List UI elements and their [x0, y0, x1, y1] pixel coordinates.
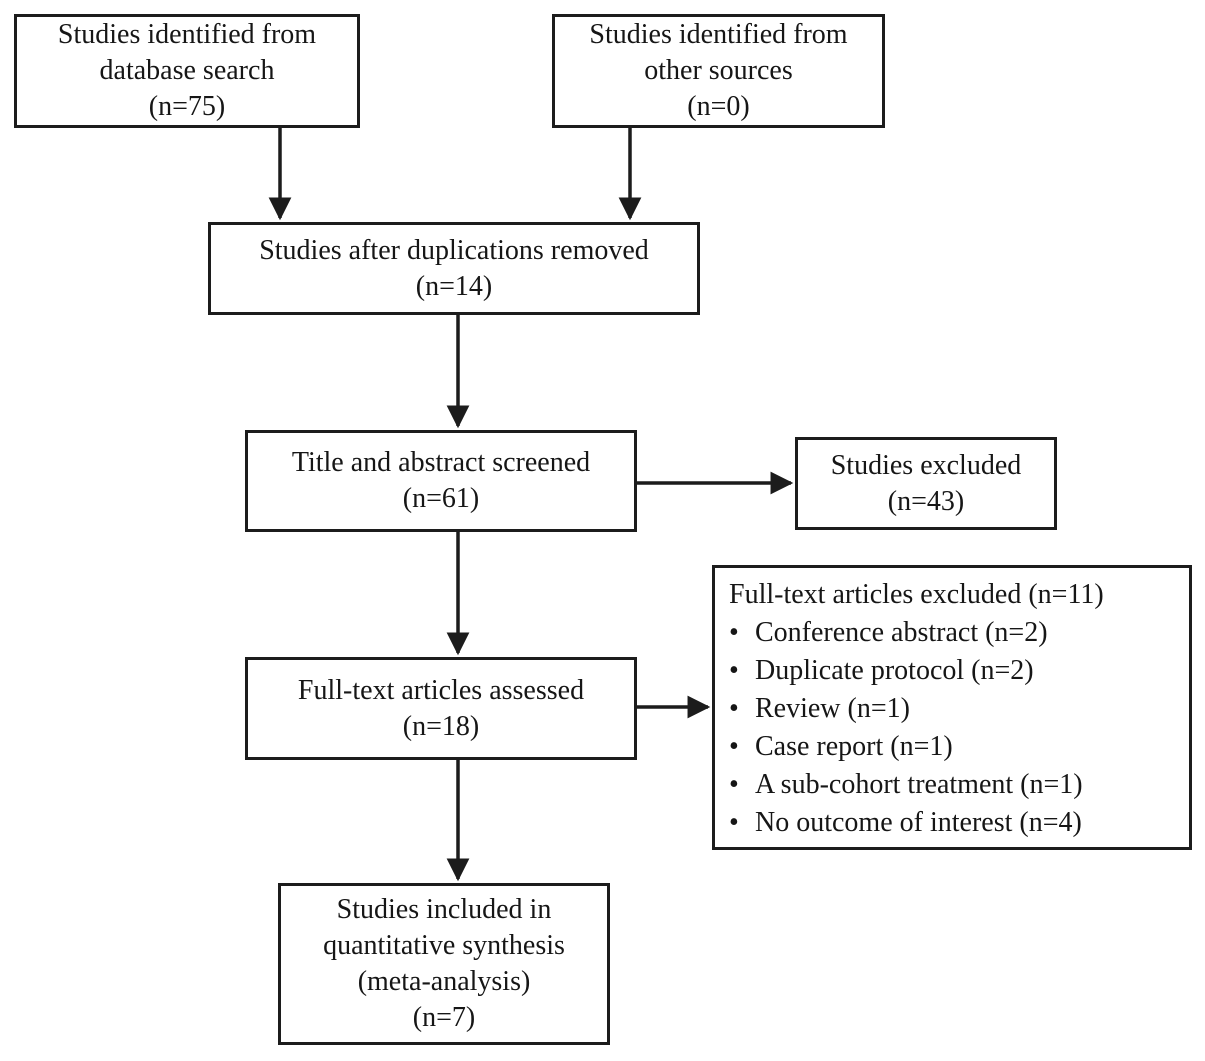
box-studies-excluded: Studies excluded (n=43): [795, 437, 1057, 530]
exclusion-reason-review: • Review (n=1): [729, 690, 1179, 728]
box-count: (n=61): [402, 483, 480, 514]
box-count: (n=18): [402, 710, 480, 742]
box-text-line: Studies identified from: [57, 19, 317, 51]
box-count: (n=43): [887, 485, 965, 517]
exclusion-box-title: Full-text articles excluded (n=11): [729, 579, 1104, 610]
box-studies-included-meta-analysis: Studies included in quantitative synthes…: [278, 883, 610, 1045]
box-studies-identified-other: Studies identified from other sources (n…: [552, 14, 885, 128]
box-title-abstract-screened: Title and abstract screened (n=61): [245, 430, 637, 532]
exclusion-reason-sub-cohort: • A sub-cohort treatment (n=1): [729, 766, 1179, 804]
box-text-line: Full-text articles assessed: [297, 674, 585, 706]
box-studies-after-duplications-removed: Studies after duplications removed (n=14…: [208, 222, 700, 315]
exclusion-reason-text: Duplicate protocol (n=2): [755, 655, 1034, 687]
exclusion-reason-text: A sub-cohort treatment (n=1): [755, 769, 1083, 801]
box-fulltext-articles-assessed: Full-text articles assessed (n=18): [245, 657, 637, 760]
box-count: (n=7): [412, 1001, 476, 1033]
bullet-icon: •: [729, 693, 739, 725]
box-count: (n=75): [148, 90, 226, 122]
box-fulltext-articles-excluded: Full-text articles excluded (n=11) • Conf…: [712, 565, 1192, 850]
exclusion-reason-text: Review (n=1): [755, 693, 910, 725]
box-text-line: (meta-analysis): [357, 966, 531, 997]
exclusion-reason-duplicate-protocol: • Duplicate protocol (n=2): [729, 652, 1179, 690]
exclusion-reason-conference-abstract: • Conference abstract (n=2): [729, 614, 1179, 652]
exclusion-reason-text: Conference abstract (n=2): [755, 617, 1048, 649]
box-text-line: database search: [99, 55, 275, 87]
box-text-line: Title and abstract screened: [291, 447, 591, 479]
box-text-line: Studies included in: [336, 894, 552, 926]
bullet-icon: •: [729, 807, 739, 839]
box-studies-identified-database: Studies identified from database search …: [14, 14, 360, 128]
box-text-line: other sources: [644, 55, 793, 87]
exclusion-reason-text: No outcome of interest (n=4): [755, 807, 1082, 839]
box-text-line: Studies excluded: [830, 449, 1022, 481]
bullet-icon: •: [729, 617, 739, 649]
box-count: (n=14): [415, 270, 493, 302]
exclusion-reason-case-report: • Case report (n=1): [729, 728, 1179, 766]
box-count: (n=0): [687, 90, 750, 122]
box-text-line: Studies identified from: [589, 19, 848, 51]
bullet-icon: •: [729, 655, 739, 687]
exclusion-reason-text: Case report (n=1): [755, 731, 953, 763]
exclusion-reason-no-outcome: • No outcome of interest (n=4): [729, 804, 1179, 842]
bullet-icon: •: [729, 731, 739, 763]
box-text-line: Studies after duplications removed: [259, 234, 649, 266]
bullet-icon: •: [729, 769, 739, 801]
box-text-line: quantitative synthesis: [323, 930, 565, 962]
